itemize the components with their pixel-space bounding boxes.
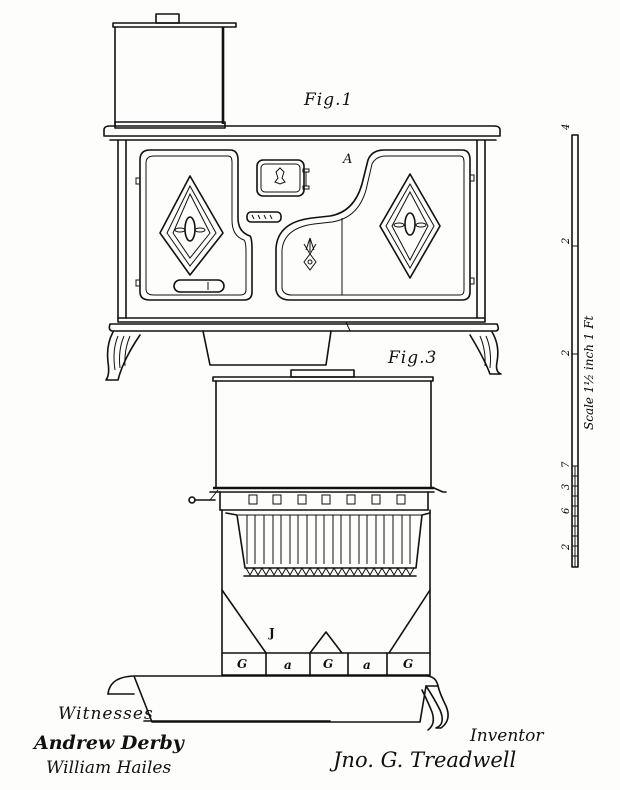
fig3-stove-section: [107, 369, 449, 731]
scale-tick-3: 3: [561, 483, 572, 490]
part-label-g3: G: [403, 657, 414, 671]
fig3-grate-bars: [246, 515, 411, 564]
scale-tick-2c: 2: [561, 543, 572, 550]
fig1-label: Fig.1: [304, 90, 354, 110]
part-label-j: J: [269, 626, 275, 640]
witnesses-label: Witnesses: [58, 704, 154, 724]
part-label-a-fig1: A: [343, 152, 353, 167]
fig1-center-door: [246, 159, 310, 223]
part-label-a2: a: [363, 658, 371, 672]
fig1-left-door: [135, 149, 253, 301]
part-label-g2: G: [323, 657, 334, 671]
witness-2-signature: William Hailes: [46, 758, 172, 778]
scale-bar: [571, 134, 579, 568]
part-label-a1: a: [284, 658, 292, 672]
fig1-right-door: [275, 149, 475, 301]
inventor-label: Inventor: [470, 726, 544, 746]
scale-tick-4: 4: [561, 123, 572, 130]
fig1-top-box: [112, 13, 237, 129]
scale-tick-2a: 2: [561, 237, 572, 244]
witness-1-signature: Andrew Derby: [34, 732, 184, 754]
fig1-stove: [103, 13, 502, 381]
scale-tick-7: 7: [561, 461, 572, 468]
scale-caption: Scale 1½ inch 1 Ft: [582, 315, 596, 430]
scale-tick-2b: 2: [561, 349, 572, 356]
scale-tick-6: 6: [561, 507, 572, 514]
fig1-legs: [105, 331, 502, 381]
part-label-g1: G: [237, 657, 248, 671]
inventor-signature: Jno. G. Treadwell: [333, 748, 517, 772]
fig3-label: Fig.3: [388, 348, 438, 368]
